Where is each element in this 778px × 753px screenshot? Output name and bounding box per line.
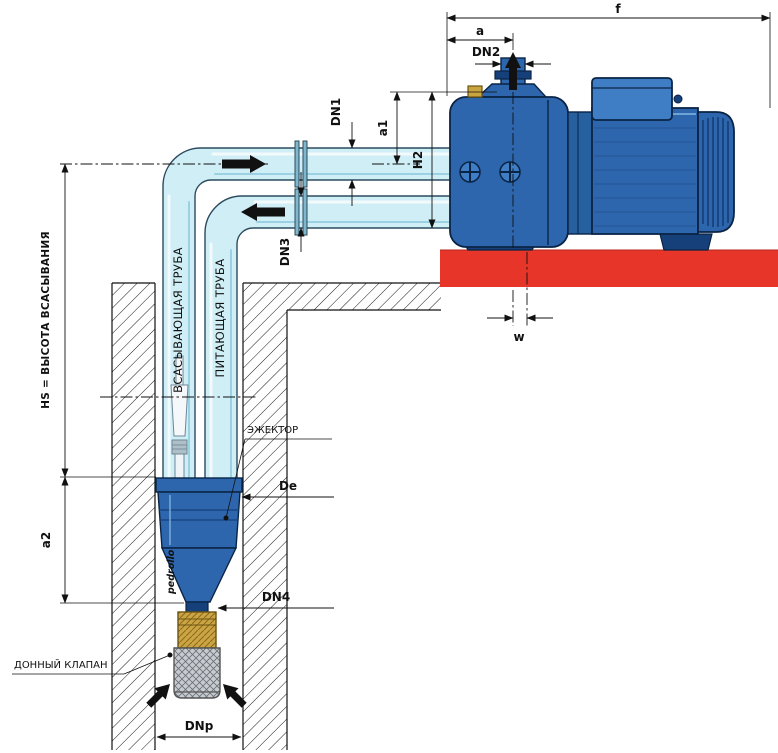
inlet-flow-arrow-right <box>223 684 247 708</box>
foot-valve-assembly <box>146 601 247 708</box>
venturi-nozzle <box>170 355 189 479</box>
ejector-brand-text: pedrollo <box>166 549 177 595</box>
well-ground <box>111 282 441 750</box>
dimensions: f a DN2 H2 a1 DN1 DN3 w HS = ВЫСОТА ВСАС… <box>39 2 771 741</box>
suction-pipe <box>162 147 456 483</box>
callouts: ЭЖЕКТОР ДОННЫЙ КЛАПАН <box>12 425 332 675</box>
callout-ejector: ЭЖЕКТОР <box>223 425 332 521</box>
foot-valve-connector <box>185 601 209 613</box>
dim-dn1-label: DN1 <box>329 98 343 126</box>
priming-plug-brass <box>467 85 483 98</box>
ejector-funnel <box>160 547 238 603</box>
ground-strip <box>287 283 441 310</box>
pipe-union-lower <box>294 188 308 236</box>
motor-bracket <box>567 111 593 235</box>
terminal-box <box>591 77 673 121</box>
callout-foot-valve: ДОННЫЙ КЛАПАН <box>12 652 173 675</box>
dim-h2-label: H2 <box>411 151 425 169</box>
well-wall-left <box>112 283 155 750</box>
dim-w-label: w <box>513 330 524 344</box>
cable-gland <box>673 94 683 104</box>
feed-pipe-label: ПИТАЮЩАЯ ТРУБА <box>213 259 227 378</box>
casing-screw-right <box>499 161 521 183</box>
dim-hs-label: HS = ВЫСОТА ВСАСЫВАНИЯ <box>40 231 52 409</box>
foot-valve-label: ДОННЫЙ КЛАПАН <box>14 658 108 671</box>
ejector-label: ЭЖЕКТОР <box>247 425 298 436</box>
motor-body <box>591 107 699 235</box>
inlet-flow-arrow-left <box>146 684 170 708</box>
ejector: pedrollo <box>155 477 243 603</box>
pipes <box>162 140 456 483</box>
outlet-flow-arrow-up <box>505 52 521 90</box>
suction-pipe-label: ВСАСЫВАЮЩАЯ ТРУБА <box>171 247 185 393</box>
foot-valve-body <box>177 611 217 649</box>
dim-dn2-label: DN2 <box>472 45 500 59</box>
pump-base <box>440 250 778 287</box>
dim-dn3-label: DN3 <box>278 238 292 266</box>
pipe-labels: ВСАСЫВАЮЩАЯ ТРУБА ПИТАЮЩАЯ ТРУБА <box>171 247 227 393</box>
casing-screw-left <box>459 161 481 183</box>
suction-flow-arrow-right <box>222 155 266 173</box>
ground-outlines <box>111 282 441 750</box>
motor-fins <box>594 127 696 227</box>
fan-cover-slots <box>702 117 729 227</box>
dim-f-label: f <box>615 2 621 16</box>
ejector-top-flange <box>155 477 243 493</box>
dim-a1-label: a1 <box>376 120 390 136</box>
feed-flow-arrow-left <box>241 203 285 221</box>
dim-de-label: De <box>279 479 297 493</box>
flow-arrows <box>222 52 521 221</box>
fan-cover <box>697 111 735 233</box>
pipe-highlights <box>167 152 454 481</box>
motor-foot <box>659 233 713 251</box>
dim-dn4-label: DN4 <box>262 590 290 604</box>
dim-a-label: a <box>476 24 484 38</box>
strainer <box>173 647 221 699</box>
dim-a2-label: a2 <box>39 532 53 548</box>
well-wall-right <box>243 283 287 750</box>
pipe-union-upper <box>294 140 308 188</box>
dim-dnp-label: DNp <box>185 719 214 733</box>
pump-unit <box>440 57 778 287</box>
